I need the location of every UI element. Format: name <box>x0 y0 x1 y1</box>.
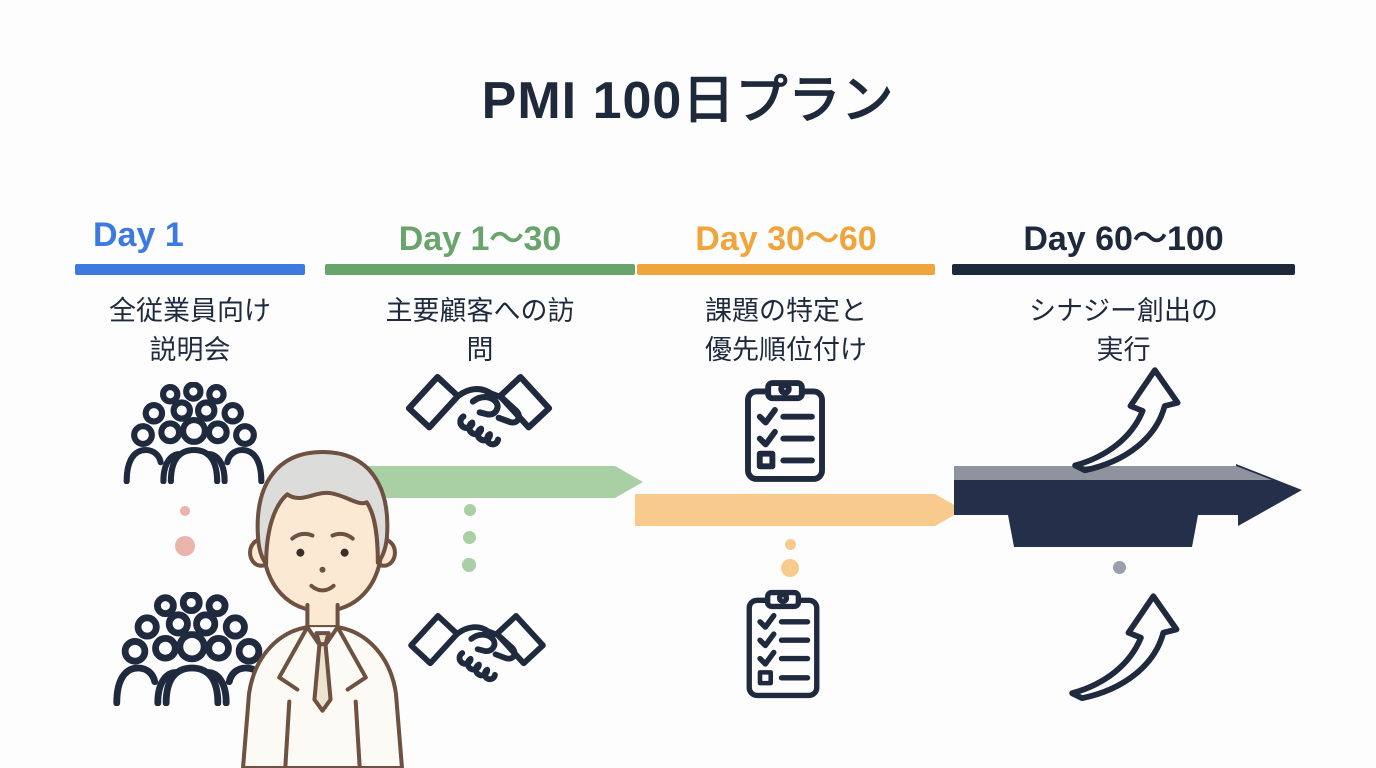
green-timeline-arrow <box>333 466 643 498</box>
green-dot-2 <box>463 531 476 544</box>
green-arrow-shape <box>333 466 643 498</box>
growth-arrow-path <box>1069 593 1180 702</box>
column-header-day1-30: Day 1〜30 <box>398 219 562 258</box>
column-desc-day60-100: シナジー創出の 実行 <box>1029 296 1218 365</box>
handshake-icon <box>408 613 546 683</box>
orange-timeline-arrow <box>635 494 963 526</box>
column-header-day60-100: Day 60〜100 <box>1023 219 1224 258</box>
column-header-day1: Day 1 <box>93 215 184 254</box>
pink-dot-small <box>180 506 190 516</box>
growth-arrow-icon <box>1072 367 1181 474</box>
column-desc-day30-60: 課題の特定と 優先順位付け <box>705 296 867 365</box>
dark-arrow-base <box>1008 515 1198 547</box>
column-desc-day1-30: 主要顧客への訪 問 <box>385 296 575 365</box>
growth-arrow-path <box>1072 367 1181 474</box>
column-bar-day1-30 <box>325 264 635 275</box>
orange-dot-large <box>781 559 799 577</box>
orange-arrow-shape <box>635 494 963 526</box>
page-title: PMI 100日プラン <box>481 72 895 130</box>
column-desc-day1: 全従業員向け 説明会 <box>109 296 271 365</box>
handshake-icon <box>405 373 553 448</box>
green-dot-3 <box>462 558 476 572</box>
column-bar-day60-100 <box>952 264 1295 275</box>
orange-dot-small <box>785 539 796 550</box>
column-bar-day30-60 <box>637 264 935 275</box>
column-bar-day1 <box>75 264 305 275</box>
green-dot-1 <box>464 504 476 516</box>
checklist-icon <box>746 589 820 699</box>
dark-arrow-top-facet <box>954 466 1272 480</box>
column-header-day30-60: Day 30〜60 <box>695 219 877 258</box>
crowd-icon <box>123 382 265 484</box>
gray-dot <box>1113 561 1126 574</box>
growth-arrow-icon <box>1069 593 1180 702</box>
dark-3d-timeline-arrow <box>954 464 1302 547</box>
hair <box>255 450 390 566</box>
pink-dot-large <box>175 536 195 556</box>
checklist-icon <box>745 380 825 482</box>
businessman-illustration <box>240 450 405 768</box>
dark-arrow-body <box>954 464 1302 526</box>
